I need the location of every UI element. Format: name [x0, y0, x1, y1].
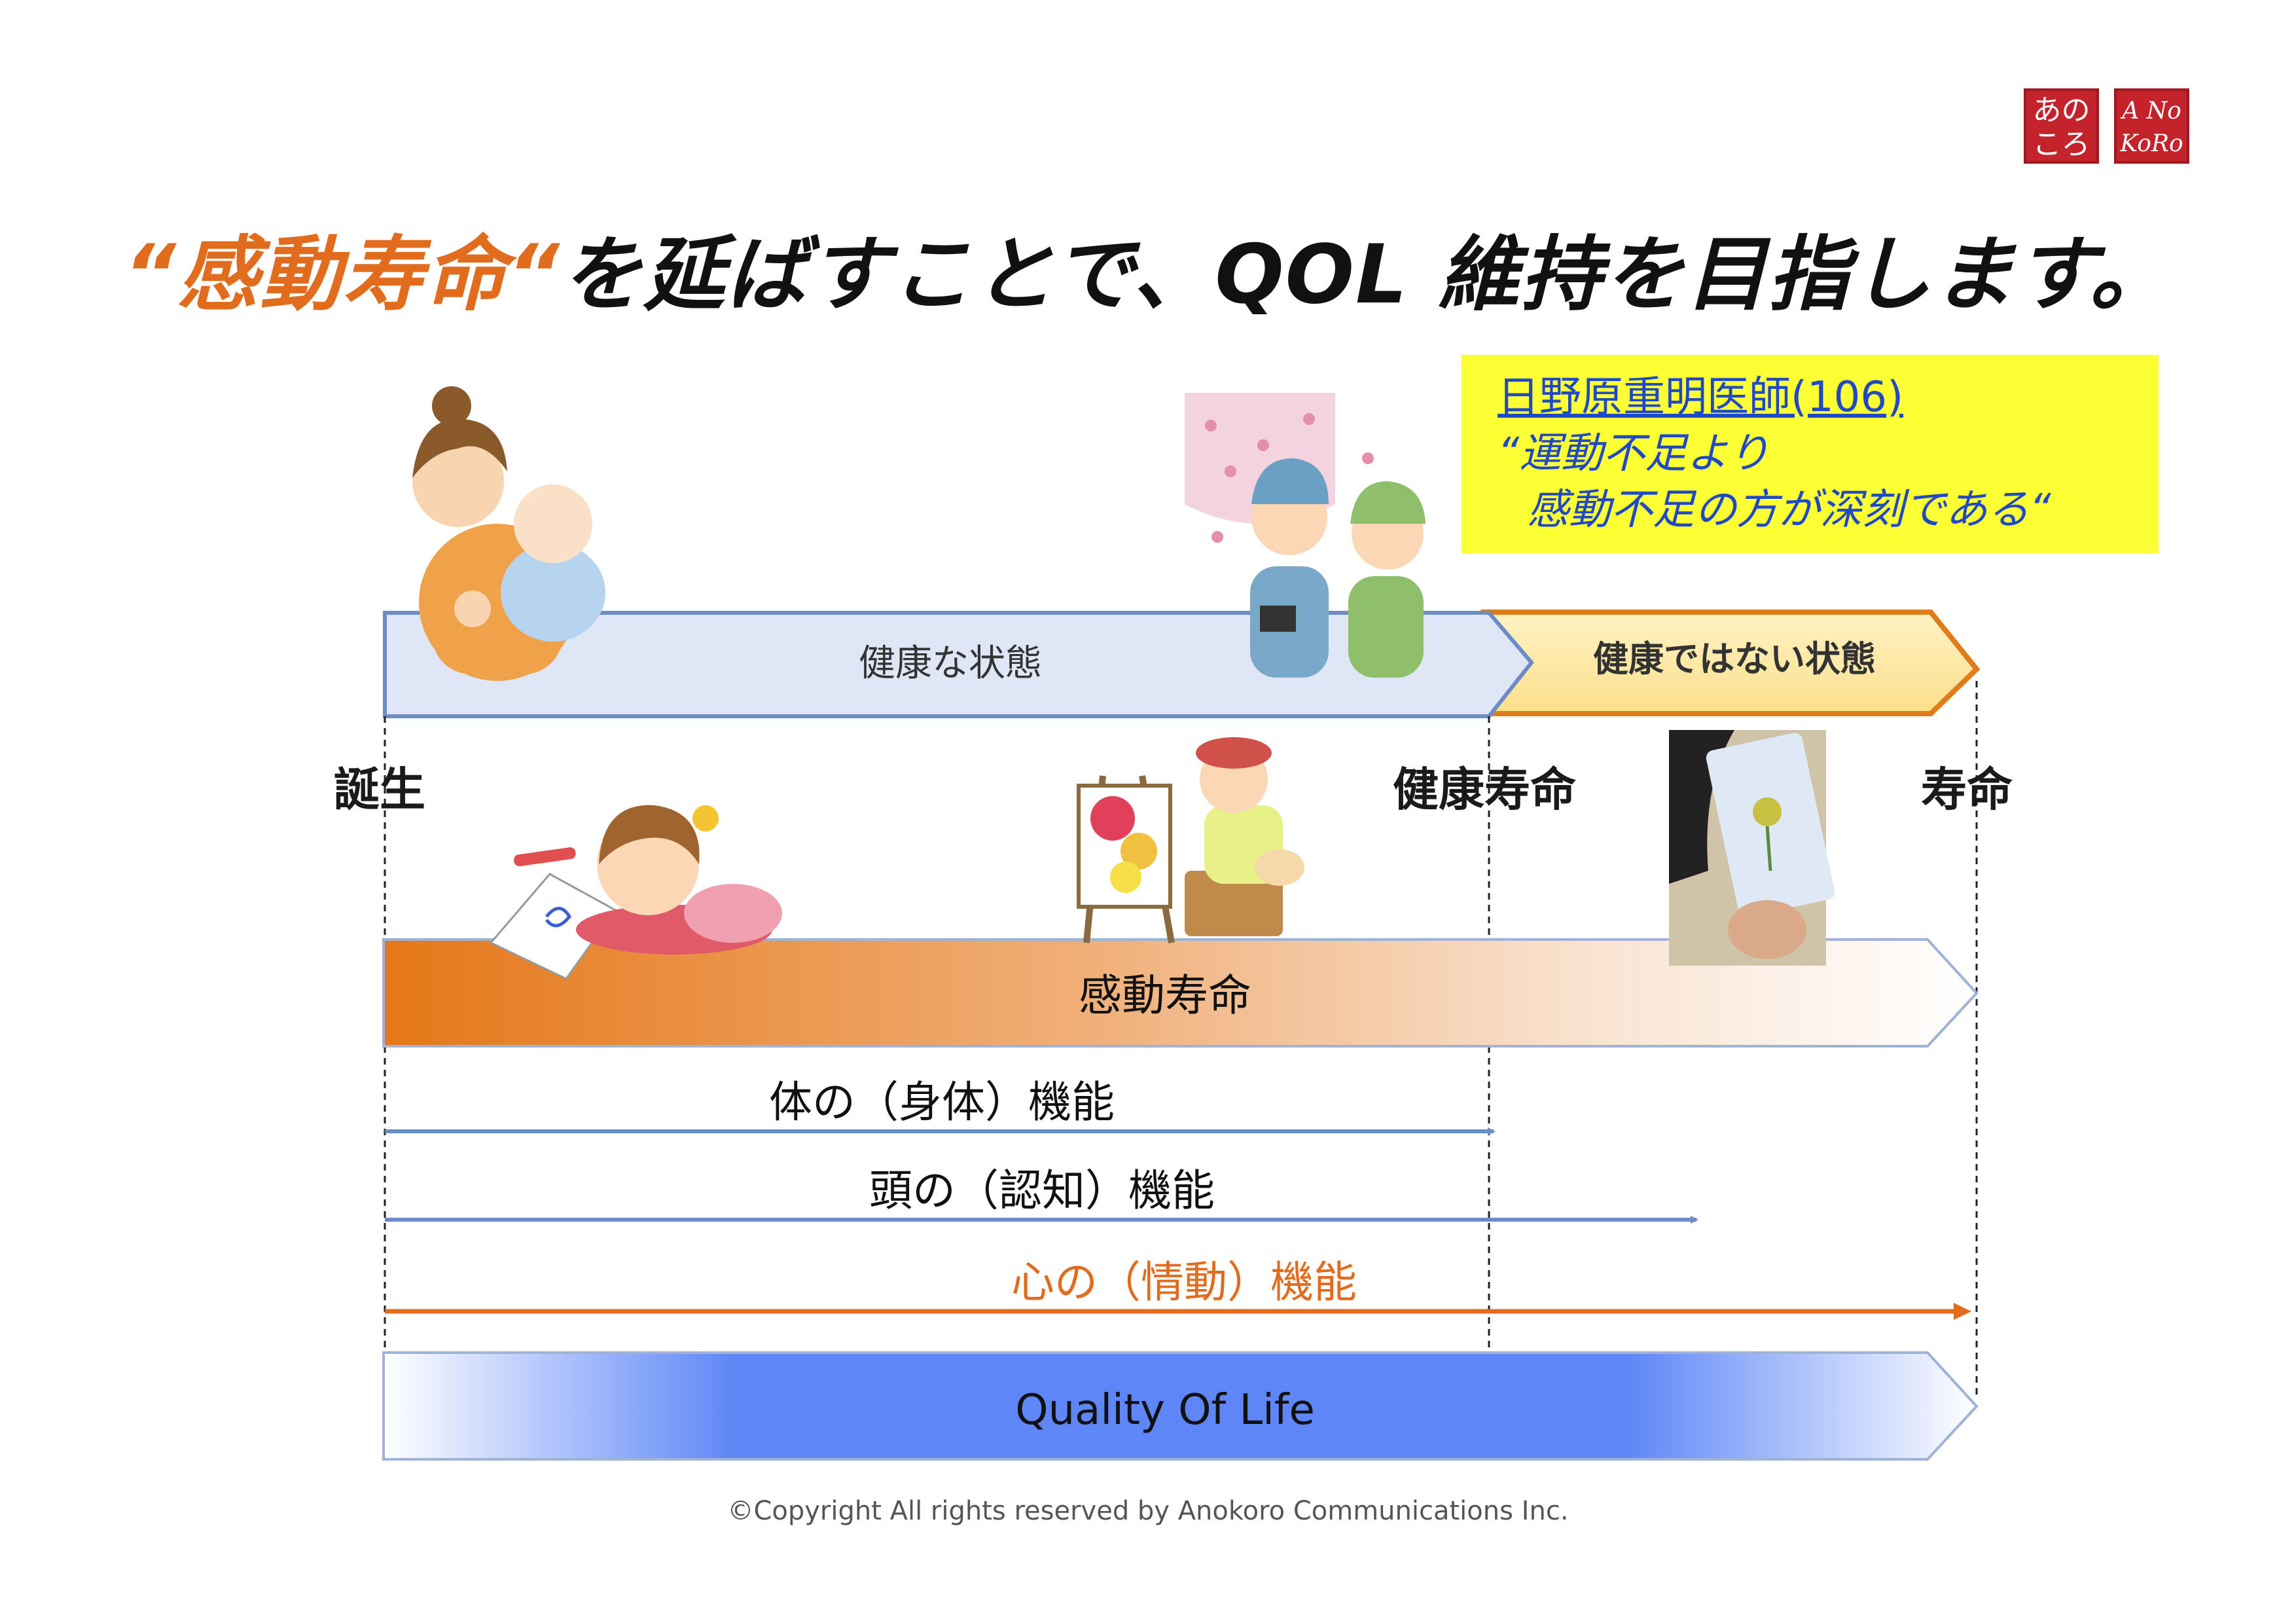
healthy-life-label: 健康寿命 [1393, 763, 1576, 816]
page-title: “感動寿命“を延ばすことで、QOL 維持を目指します。 [0, 208, 2296, 326]
quote-box: 日野原重明医師(106) “運動不足より 感動不足の方が深刻である“ [1462, 355, 2159, 553]
title-rest: を延ばすことで、QOL 維持を目指します。 [560, 228, 2172, 322]
qol-bar [382, 1351, 1979, 1461]
logo1-line1: あの [2032, 94, 2090, 127]
qol-bar-label: Quality Of Life [1015, 1386, 1315, 1434]
quote-text-line1: “運動不足より [1498, 429, 1770, 478]
tablet-drawing-photo [1669, 730, 1835, 966]
child-drawing-illustration [489, 805, 782, 980]
anokoro-logo-kana: あの ころ [2024, 88, 2099, 164]
lifespan-label: 寿命 [1921, 763, 2013, 816]
kando-bar-label: 感動寿命 [1079, 970, 1251, 1021]
heart-function-label: 心の（情動）機能 [1011, 1257, 1357, 1307]
healthy-state-label: 健康な状態 [859, 642, 1042, 685]
head-function-label: 頭の（認知）機能 [869, 1165, 1215, 1216]
heart-arrow-head [1954, 1303, 1971, 1320]
logo1-line2: ころ [2032, 128, 2090, 161]
anokoro-logo-roman: A No KoRo [2114, 88, 2189, 164]
painter-illustration [1077, 737, 1304, 943]
quote-text-line2: 感動不足の方が深刻である“ [1527, 486, 2051, 534]
mother-baby-illustration [412, 386, 605, 681]
copyright-footer: ©Copyright All rights reserved by Anokor… [727, 1496, 1569, 1526]
title-highlight: “感動寿命“ [124, 228, 561, 322]
birth-label: 誕生 [334, 763, 425, 816]
elderly-couple-illustration [1185, 393, 1426, 678]
unhealthy-state-label: 健康ではない状態 [1593, 638, 1876, 680]
logo2-line2: KoRo [2120, 130, 2183, 157]
quote-author[interactable]: 日野原重明医師(106) [1498, 373, 1904, 422]
body-function-label: 体の（身体）機能 [769, 1077, 1115, 1127]
logo2-line1: A No [2122, 98, 2181, 124]
